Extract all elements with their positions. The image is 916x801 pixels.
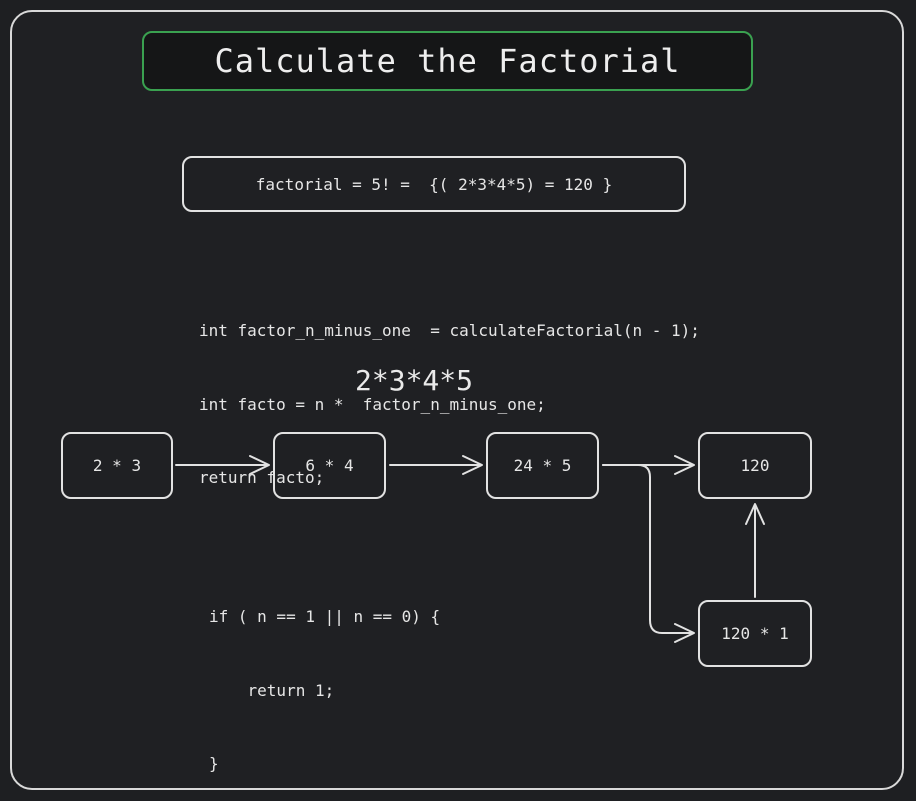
node-label: 2 * 3 [92, 456, 142, 475]
node-2x3: 2 * 3 [61, 432, 173, 499]
product-label: 2*3*4*5 [355, 364, 474, 397]
node-label: 6 * 4 [305, 456, 354, 475]
code-line: if ( n == 1 || n == 0) { [209, 607, 441, 626]
code-line: return 1; [209, 680, 335, 700]
node-6x4: 6 * 4 [273, 432, 386, 499]
node-24x5: 24 * 5 [486, 432, 599, 499]
node-120x1: 120 * 1 [698, 600, 812, 667]
title-box: Calculate the Factorial [142, 31, 753, 91]
base-case-code-block: if ( n == 1 || n == 0) { return 1; } [209, 556, 440, 801]
node-label: 120 * 1 [721, 624, 789, 643]
formula-text: factorial = 5! = {( 2*3*4*5) = 120 } [255, 174, 613, 194]
code-line: } [209, 754, 219, 773]
code-line: int facto = n * factor_n_minus_one; [199, 394, 546, 414]
code-line: int factor_n_minus_one = calculateFactor… [199, 321, 700, 340]
canvas-frame [10, 10, 904, 790]
diagram-title: Calculate the Factorial [214, 42, 681, 80]
recursive-code-block: int factor_n_minus_one = calculateFactor… [199, 270, 700, 515]
node-label: 24 * 5 [513, 456, 572, 475]
node-label: 120 [740, 456, 770, 475]
formula-box: factorial = 5! = {( 2*3*4*5) = 120 } [182, 156, 686, 212]
node-result-120: 120 [698, 432, 812, 499]
